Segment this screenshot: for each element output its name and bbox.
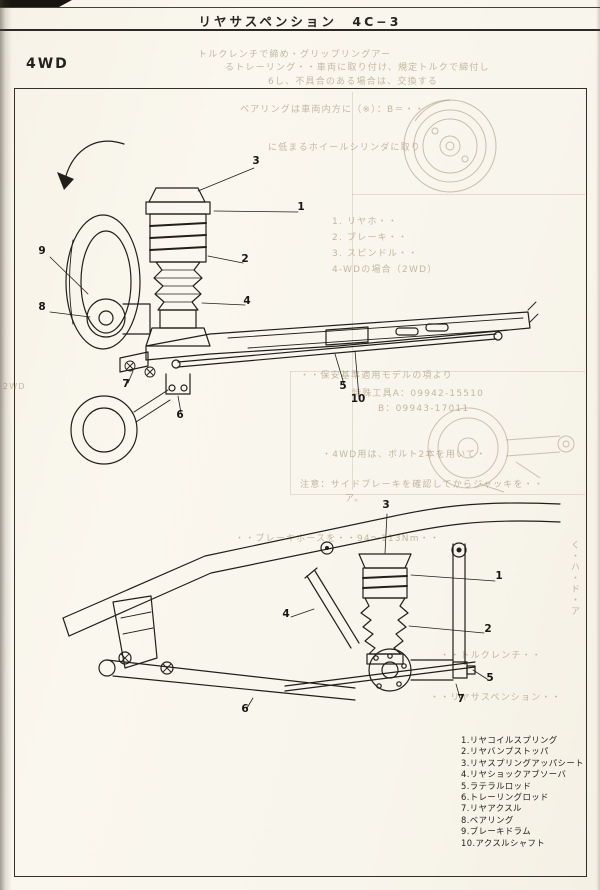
bleedthrough-text: ・・リヤサスペンション・・ <box>430 693 562 703</box>
spring-upper-seat <box>358 553 412 569</box>
parts-legend: 1.リヤコイルスプリング 2.リヤバンプストッパ 3.リヤスプリングアッパシート… <box>461 735 584 849</box>
bleedthrough-text: 2. ブレーキ・・ <box>332 233 409 243</box>
page-edge-shadow <box>596 0 600 890</box>
callout-top-2: 2 <box>241 253 249 265</box>
lower-tire <box>70 389 171 465</box>
bleedthrough-text: 2WD <box>3 382 26 391</box>
callout-leader-lines <box>246 513 496 709</box>
header-rule-top <box>0 7 600 8</box>
bleedthrough-text: ア。 <box>345 494 365 504</box>
trailing-rod-bracket <box>165 373 191 395</box>
legend-item: 9.ブレーキドラム <box>461 826 531 837</box>
bottom-diagram <box>62 502 561 709</box>
bleedthrough-text: く・ハ・ド・ア <box>569 540 579 617</box>
bleedthrough-text: に低まるホイールシリンダに取り <box>268 143 422 153</box>
bleedthrough-text: 特殊工具A：09942-15510 <box>352 389 485 399</box>
page-title: リヤサスペンション 4C−3 <box>198 14 402 29</box>
lateral-rod-link <box>284 542 476 692</box>
callout-top-8: 8 <box>38 301 46 313</box>
ghost-grid-line <box>290 494 585 495</box>
rear-axle <box>368 648 476 692</box>
bleedthrough-text: ・・ブレーキホースを・・94～113Nm・・ <box>235 534 441 544</box>
hub-bolts <box>124 360 156 378</box>
bleedthrough-text: 3. スピンドル・・ <box>332 249 419 259</box>
tire-wheel <box>65 214 141 350</box>
ghost-grid-line <box>352 92 353 490</box>
bleedthrough-text: トルクレンチで締め・グリップリングアー <box>198 50 392 60</box>
coil-spring <box>149 213 207 263</box>
spring-upper-seat <box>145 187 211 215</box>
callout-top-7: 7 <box>122 378 130 390</box>
callout-top-9: 9 <box>38 245 46 257</box>
header-rule-bottom <box>0 29 600 31</box>
bleedthrough-text: 6し、不具合のある場合は、交換する <box>268 77 439 87</box>
shock-lower-mount <box>145 309 211 347</box>
callout-top-6: 6 <box>176 409 184 421</box>
bleedthrough-text: ベアリングは車両内方に（※）：B＝・・ <box>240 105 426 115</box>
bleedthrough-text: ・・保安基準適用モデルの項より <box>300 371 453 381</box>
callout-top-5: 5 <box>339 380 347 392</box>
legend-item: 1.リヤコイルスプリング <box>461 735 558 745</box>
section-label-4wd: 4WD <box>26 56 69 72</box>
lateral-rod <box>171 331 503 369</box>
ghost-grid-line <box>290 371 585 372</box>
callout-bottom-3: 3 <box>382 499 390 511</box>
bleedthrough-text: 注意：サイドブレーキを確認してからジャッキを・・ <box>300 480 545 490</box>
ghost-drum-image <box>427 407 575 493</box>
callout-bottom-6: 6 <box>241 703 249 715</box>
callout-bottom-1: 1 <box>495 570 503 582</box>
callout-top-1: 1 <box>297 201 305 213</box>
callout-leader-lines <box>49 167 360 414</box>
callout-top-4: 4 <box>243 295 251 307</box>
bump-stopper-boot <box>360 597 409 665</box>
bleedthrough-text: ・4WD用は、ボルト2本を用いて・ <box>322 450 487 460</box>
ghost-drum-image <box>403 99 497 193</box>
binding-edge-shadow <box>0 0 12 890</box>
callout-top-10: 10 <box>350 393 366 405</box>
bump-stopper-boot <box>153 261 203 311</box>
legend-item: 10.アクスルシャフト <box>461 837 546 848</box>
direction-arrow <box>57 140 125 190</box>
front-mount-bracket <box>112 595 174 675</box>
shock-absorber <box>304 567 360 649</box>
legend-item: 2.リヤバンプストッパ <box>461 746 549 757</box>
axle-housing-beam <box>119 301 539 373</box>
scan-corner-artifact <box>0 0 72 7</box>
bleedthrough-text: るトレーリング・・車両に取り付け、規定トルクで締付し <box>225 63 490 73</box>
bleedthrough-text: ・・トルクレンチ・・ <box>440 651 543 661</box>
callout-bottom-2: 2 <box>484 623 492 635</box>
callout-top-3: 3 <box>252 155 260 167</box>
legend-item: 5.ラテラルロッド <box>461 780 532 791</box>
bleedthrough-text: B：09943-17011 <box>378 404 470 414</box>
bleedthrough-text: 4-WDの場合（2WD） <box>332 265 438 275</box>
legend-item: 3.リヤスプリングアッパシート <box>461 757 584 768</box>
ghost-grid-line <box>290 371 291 494</box>
coil-spring <box>362 567 408 599</box>
legend-item: 8.ベアリング <box>461 814 514 825</box>
top-diagram <box>49 140 539 465</box>
legend-item: 4.リヤショックアブソーバ <box>461 769 567 780</box>
legend-item: 7.リヤアクスル <box>461 803 522 814</box>
callout-bottom-4: 4 <box>282 608 290 620</box>
frame-rail <box>62 502 561 637</box>
bleedthrough-text: 1. リヤホ・・ <box>332 217 399 227</box>
callout-bottom-7: 7 <box>457 693 465 705</box>
brake-drum-assembly <box>86 298 151 338</box>
legend-item: 6.トレーリングロッド <box>461 792 549 803</box>
callout-bottom-5: 5 <box>486 672 494 684</box>
figure-box <box>14 88 587 877</box>
ghost-grid-line <box>352 194 585 195</box>
trailing-rod <box>98 659 356 701</box>
